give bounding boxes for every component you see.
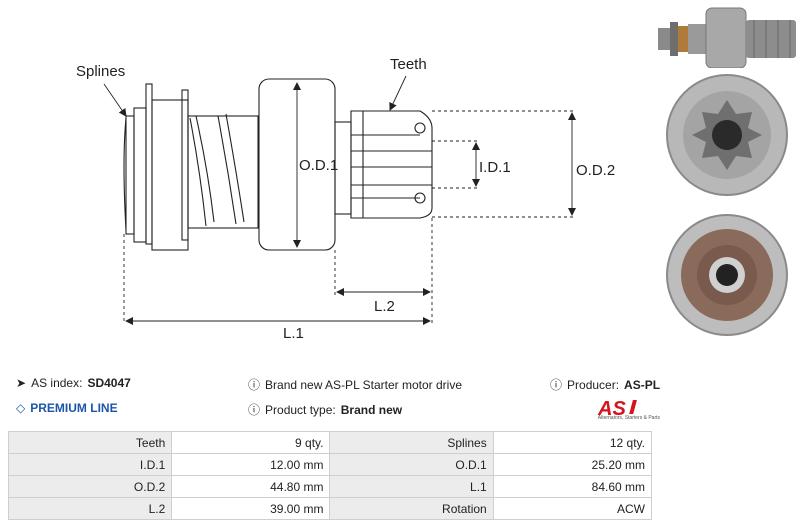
teeth-callout: Teeth bbox=[390, 56, 427, 73]
producer-row: ⓘ Producer: AS-PL bbox=[550, 376, 660, 393]
product-type-row: ⓘ Product type: Brand new bbox=[248, 401, 402, 418]
splines-leader bbox=[103, 83, 127, 117]
description-row: ⓘ Brand new AS-PL Starter motor drive bbox=[248, 376, 462, 393]
as-index-label: AS index: bbox=[31, 376, 83, 390]
info-icon: ⓘ bbox=[248, 378, 261, 392]
od2-label: O.D.2 bbox=[576, 162, 615, 179]
product-type-value: Brand new bbox=[340, 402, 403, 417]
spec-label: I.D.1 bbox=[7, 453, 173, 476]
spec-label: L.2 bbox=[7, 497, 173, 520]
product-type-label: Product type: bbox=[265, 402, 336, 417]
splines-callout: Splines bbox=[76, 63, 125, 80]
l2-label: L.2 bbox=[374, 298, 395, 315]
premium-line-badge: ◇ PREMIUM LINE bbox=[16, 401, 118, 415]
as-index-row: ➤ AS index: SD4047 bbox=[16, 376, 131, 390]
logo-tagline: Alternators, Starters & Parts bbox=[597, 415, 660, 421]
spec-label: Teeth bbox=[7, 431, 173, 454]
info-icon: ⓘ bbox=[550, 378, 563, 392]
product-photo-front bbox=[666, 74, 788, 196]
spec-value: 12.00 mm bbox=[171, 453, 331, 476]
drive-outline bbox=[123, 78, 433, 251]
tag-icon: ➤ bbox=[16, 376, 27, 390]
id1-label: I.D.1 bbox=[479, 159, 511, 176]
diamond-icon: ◇ bbox=[16, 401, 26, 415]
spec-value: 39.00 mm bbox=[171, 497, 331, 520]
spec-label: L.1 bbox=[329, 475, 494, 498]
spec-value: 12 qty. bbox=[492, 431, 653, 454]
product-description: Brand new AS-PL Starter motor drive bbox=[265, 377, 462, 392]
spec-value: 9 qty. bbox=[171, 431, 331, 454]
spec-value: 84.60 mm bbox=[492, 475, 653, 498]
technical-drawing: Splines Teeth O.D.1 I.D.1 O.D.2 L.2 L.1 bbox=[76, 56, 615, 342]
svg-text:AS: AS bbox=[597, 398, 626, 420]
product-photo-side bbox=[658, 7, 796, 68]
spec-label: Splines bbox=[329, 431, 494, 454]
od1-label: O.D.1 bbox=[299, 157, 338, 174]
teeth-leader bbox=[389, 75, 407, 111]
premium-line-label: PREMIUM LINE bbox=[30, 401, 118, 415]
producer-label: Producer: bbox=[567, 377, 620, 392]
as-index-value: SD4047 bbox=[87, 376, 131, 390]
l1-label: L.1 bbox=[283, 325, 304, 342]
spec-label: O.D.2 bbox=[7, 475, 173, 498]
spec-value: 44.80 mm bbox=[171, 475, 331, 498]
spec-label: O.D.1 bbox=[329, 453, 494, 476]
spec-label: Rotation bbox=[329, 497, 494, 520]
spec-value: ACW bbox=[492, 497, 653, 520]
product-photo-back bbox=[666, 214, 788, 336]
producer-value: AS-PL bbox=[624, 377, 661, 392]
spec-value: 25.20 mm bbox=[492, 453, 653, 476]
asp-logo: AS bbox=[597, 398, 637, 420]
info-icon: ⓘ bbox=[248, 403, 261, 417]
